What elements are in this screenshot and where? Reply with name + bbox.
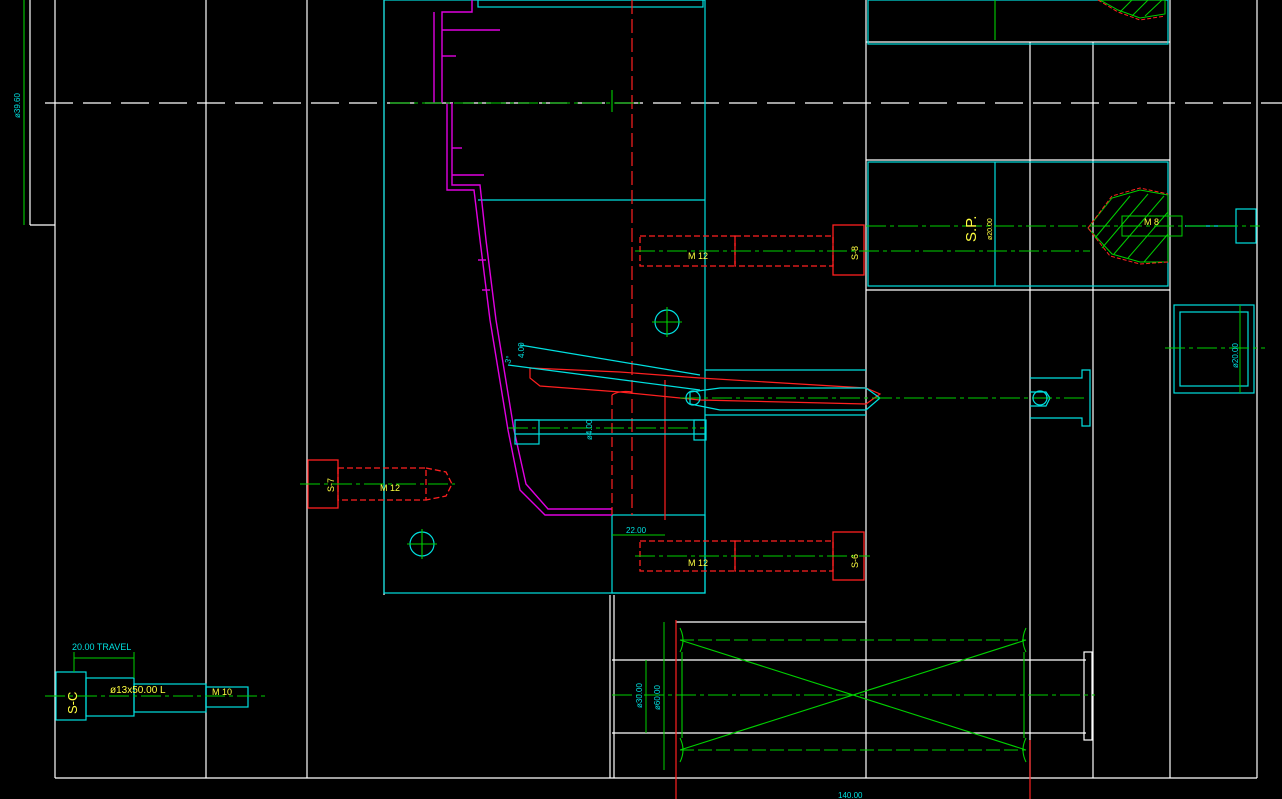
dim-left-vertical: ø39.60 — [13, 93, 22, 118]
dim-bush: ø20.00 — [1231, 343, 1240, 368]
hatch-outline-red — [1087, 187, 1169, 265]
dim-sp-width: ø20.00 — [987, 218, 994, 240]
dim-step: 22.00 — [626, 526, 647, 535]
label-m12-left: M 12 — [380, 483, 400, 493]
label-s6: S-6 — [850, 554, 860, 568]
dim-travel: 20.00 TRAVEL — [72, 642, 131, 652]
label-sp: S.P. — [963, 216, 980, 242]
ejector-pin-outline — [529, 367, 882, 405]
part-profile — [433, 0, 612, 516]
cavity-block — [55, 0, 1257, 721]
dim-pin-upper: 4.00 — [517, 342, 526, 358]
dimension-lines — [73, 305, 1241, 770]
dim-sleeve-outer: ø60.00 — [653, 685, 662, 710]
label-rod: ø13x50.00 L — [110, 685, 166, 696]
hidden-centerlines — [611, 0, 1031, 799]
label-s7: S-7 — [326, 478, 336, 492]
hatched-section-top — [1098, 0, 1166, 19]
drawing-labels: ø39.60 20.00 TRAVEL S-C ø13x50.00 L M 10… — [13, 93, 1240, 799]
label-m10: M 10 — [212, 687, 232, 697]
mold-plate-outlines — [29, 0, 1258, 779]
label-s8: S-8 — [850, 246, 860, 260]
hatch-outline-red-top — [1097, 0, 1166, 21]
bolt-s8 — [639, 224, 865, 276]
label-angle: 3° — [503, 355, 514, 365]
hatched-section-bolt — [1087, 189, 1183, 263]
label-m8: M 8 — [1144, 217, 1159, 227]
label-m12-top: M 12 — [688, 251, 708, 261]
support-pillar-xbox — [679, 627, 1027, 763]
green-centerlines — [23, 0, 1265, 697]
locating-circles — [409, 309, 1048, 557]
label-m12-bottom: M 12 — [688, 558, 708, 568]
dim-pin-lower: ø4.00 — [585, 419, 594, 440]
dim-sleeve-inner: ø30.00 — [635, 683, 644, 708]
label-sc: S-C — [65, 692, 80, 714]
circle-crosshairs — [407, 307, 682, 559]
dim-bottom: 140.00 — [838, 791, 863, 799]
